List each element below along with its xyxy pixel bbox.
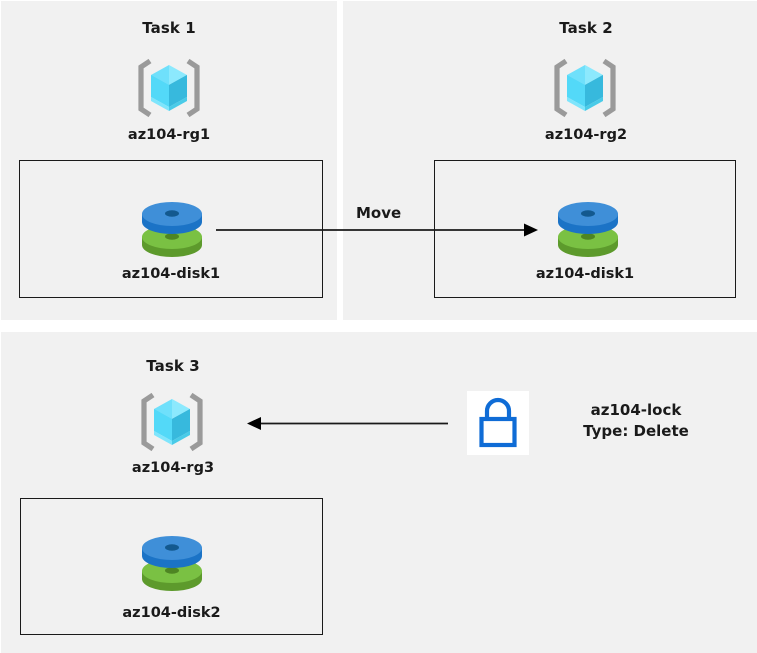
resource-box-task-3 [20, 498, 323, 635]
resource-box-task-2 [434, 160, 736, 298]
padlock-icon [479, 397, 517, 448]
task-1-title: Task 1 [142, 19, 196, 37]
resource-group-label-rg2: az104-rg2 [544, 127, 628, 143]
lock-name-label: az104-lock [590, 401, 682, 419]
move-connector-label: Move [356, 204, 402, 222]
resource-group-cube-icon [138, 58, 200, 118]
disk-label-task-1: az104-disk1 [121, 266, 221, 282]
resource-box-task-1 [19, 160, 323, 298]
lock-arrow [247, 417, 448, 430]
resource-group-cube-icon [141, 392, 203, 452]
managed-disk-icon [142, 202, 202, 257]
lock-icon-tile [467, 391, 529, 455]
managed-disk-icon [142, 536, 202, 591]
resource-group-label-rg3: az104-rg3 [131, 460, 215, 476]
task-3-title: Task 3 [146, 357, 200, 375]
resource-group-label-rg1: az104-rg1 [127, 127, 211, 143]
panel-task-3 [1, 332, 757, 653]
disk-label-task-2: az104-disk1 [535, 266, 635, 282]
task-2-title: Task 2 [559, 19, 613, 37]
resource-group-cube-icon [554, 58, 616, 118]
move-arrow [216, 223, 538, 237]
lock-type-label: Type: Delete [583, 422, 689, 440]
managed-disk-icon [558, 202, 618, 257]
disk-label-task-3: az104-disk2 [122, 605, 221, 621]
